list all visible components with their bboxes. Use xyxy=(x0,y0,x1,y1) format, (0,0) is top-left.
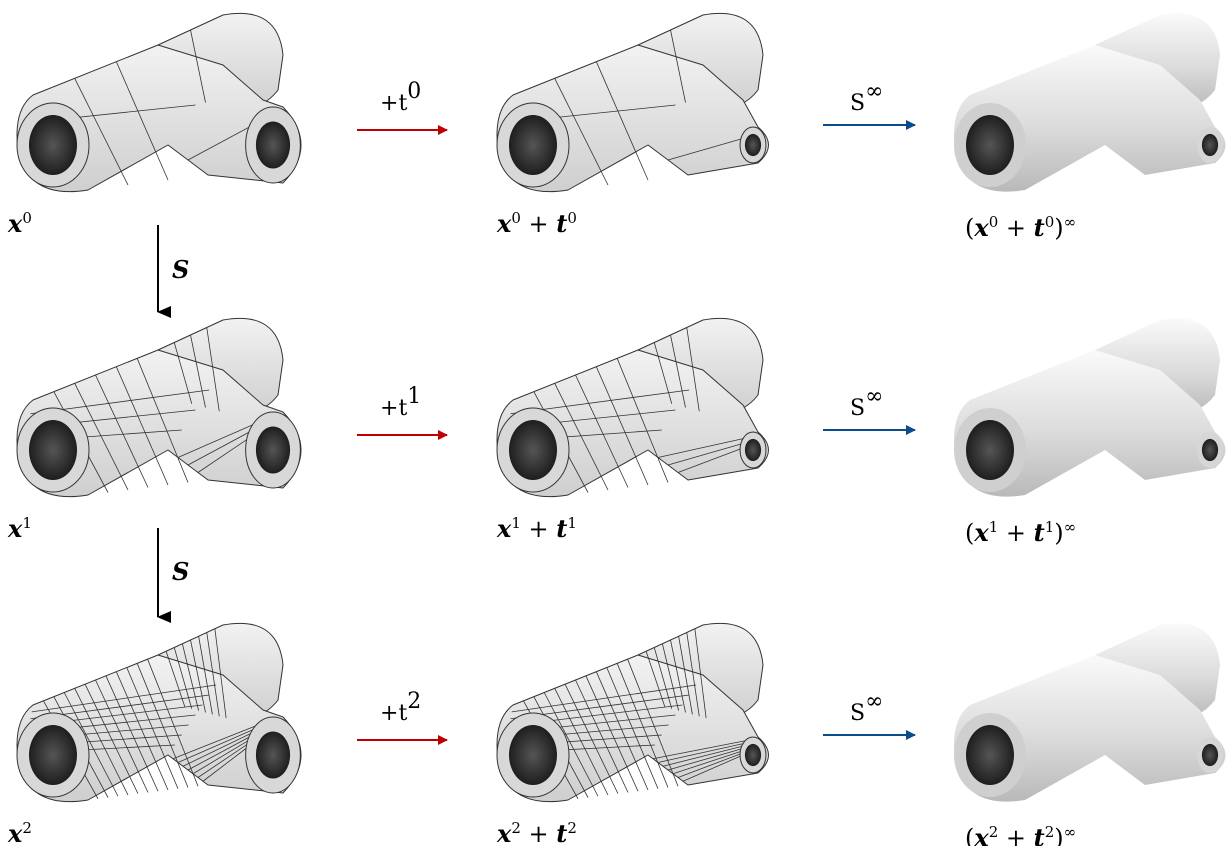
pipe-left-opening xyxy=(509,420,557,480)
t-pipe-mesh-icon xyxy=(496,622,769,803)
t-pipe-smooth-icon xyxy=(954,13,1226,192)
t-pipe-mesh-icon xyxy=(16,317,302,498)
pipe-left-opening xyxy=(29,725,77,785)
pipe-right-opening xyxy=(1201,133,1219,157)
pipe-right-opening xyxy=(255,121,291,169)
limit-operator-label: S∞ xyxy=(850,384,883,422)
subdivision-label: S xyxy=(172,255,189,284)
translate-label: +t1 xyxy=(380,384,421,422)
t-pipe-mesh-icon xyxy=(496,317,769,498)
t-pipe-mesh-icon xyxy=(16,12,302,193)
pipe-left-opening xyxy=(966,115,1014,175)
t-pipe-smooth-icon xyxy=(954,318,1226,497)
base-label: x2 xyxy=(7,819,32,846)
pipe-left-opening xyxy=(509,115,557,175)
pipe-right-opening xyxy=(744,438,762,462)
translated-mesh-label: x1 + t1 xyxy=(496,514,577,543)
subdivision-label: S xyxy=(172,557,189,586)
translate-label: +t2 xyxy=(380,689,421,727)
pipe-right-opening xyxy=(255,426,291,474)
t-pipe-mesh-icon xyxy=(16,622,302,803)
limit-operator-label: S∞ xyxy=(850,79,883,117)
translated-mesh-label: x0 + t0 xyxy=(496,209,577,238)
limit-surface-label: (x2 + t2)∞ xyxy=(965,823,1076,846)
mesh-grid xyxy=(27,29,269,186)
pipe-right-opening xyxy=(255,731,291,779)
pipe-right-opening xyxy=(1201,438,1219,462)
base-label: x1 xyxy=(7,514,32,543)
t-pipe-mesh-icon xyxy=(496,12,769,193)
pipe-left-opening xyxy=(966,420,1014,480)
limit-operator-label: S∞ xyxy=(850,689,883,727)
pipe-right-opening xyxy=(744,743,762,767)
pipe-left-opening xyxy=(29,420,77,480)
pipe-left-opening xyxy=(509,725,557,785)
translate-label: +t0 xyxy=(380,79,421,117)
translated-mesh-label: x2 + t2 xyxy=(496,819,577,846)
pipe-left-opening xyxy=(29,115,77,175)
t-pipe-smooth-icon xyxy=(954,623,1226,802)
pipe-right-opening xyxy=(1201,743,1219,767)
mesh-grid xyxy=(507,29,749,186)
limit-surface-label: (x1 + t1)∞ xyxy=(965,518,1076,547)
pipe-right-opening xyxy=(744,133,762,157)
pipe-left-opening xyxy=(966,725,1014,785)
base-label: x0 xyxy=(7,209,32,238)
limit-surface-label: (x0 + t0)∞ xyxy=(965,213,1076,242)
